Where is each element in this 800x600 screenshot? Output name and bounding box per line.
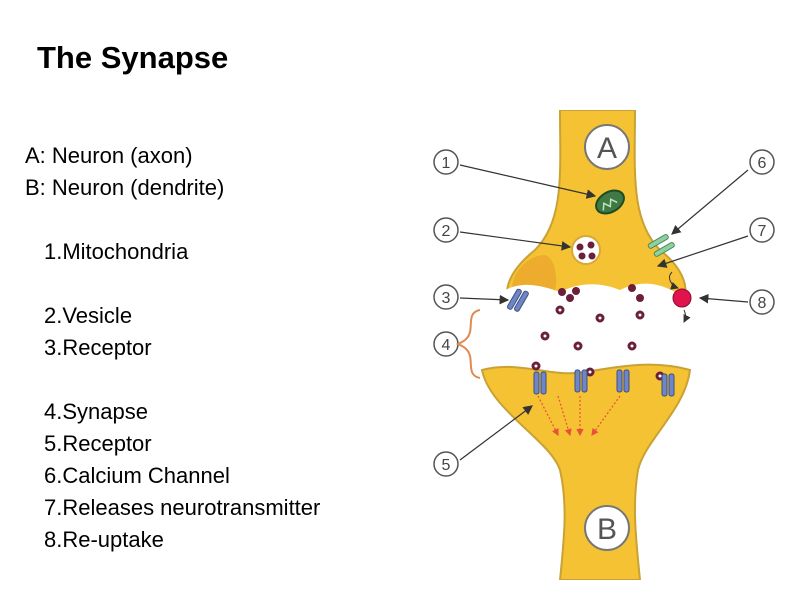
mitochondrion bbox=[595, 189, 625, 215]
svg-text:B: B bbox=[597, 513, 617, 546]
number-3-circle: 3 bbox=[433, 284, 459, 310]
svg-text:2: 2 bbox=[442, 223, 451, 240]
number-5-circle: 5 bbox=[433, 451, 459, 477]
presynaptic-receptor bbox=[506, 288, 529, 312]
pointer-arrows bbox=[459, 164, 749, 461]
legend-neuron-a: A: Neuron (axon) bbox=[25, 143, 193, 168]
item-mitochondria: 1.Mitochondria bbox=[44, 239, 189, 264]
neuron-b-body bbox=[480, 363, 692, 580]
postsynaptic-receptors bbox=[533, 369, 675, 397]
item-re-uptake: 8.Re-uptake bbox=[44, 527, 164, 552]
reuptake-transporter bbox=[672, 288, 692, 308]
number-8-circle: 8 bbox=[749, 289, 775, 315]
number-2-circle: 2 bbox=[433, 217, 459, 243]
synapse-brace bbox=[455, 309, 481, 379]
number-4-circle: 4 bbox=[433, 331, 459, 357]
docked-vesicles bbox=[558, 284, 644, 302]
number-6-circle: 6 bbox=[749, 149, 775, 175]
vesicle-cluster bbox=[571, 235, 601, 265]
svg-text:5: 5 bbox=[442, 457, 451, 474]
svg-text:4: 4 bbox=[442, 337, 451, 354]
svg-text:7: 7 bbox=[758, 223, 767, 240]
neuron-a-label-circle: A bbox=[584, 124, 630, 170]
item-receptor-2: 5.Receptor bbox=[44, 431, 152, 456]
calcium-channel bbox=[647, 234, 675, 257]
item-calcium-channel: 6.Calcium Channel bbox=[44, 463, 230, 488]
item-releases-neurotransmitter: 7.Releases neurotransmitter bbox=[44, 495, 321, 520]
neurotransmitters bbox=[531, 305, 665, 381]
svg-text:A: A bbox=[597, 132, 617, 165]
reuptake-arrows bbox=[669, 271, 691, 323]
neuron-b-label-circle: B bbox=[584, 505, 630, 551]
legend-neuron-b: B: Neuron (dendrite) bbox=[25, 175, 225, 200]
svg-text:6: 6 bbox=[758, 155, 767, 172]
svg-text:8: 8 bbox=[758, 295, 767, 312]
number-7-circle: 7 bbox=[749, 217, 775, 243]
item-vesicle: 2.Vesicle bbox=[44, 303, 133, 328]
svg-text:1: 1 bbox=[442, 155, 451, 172]
number-1-circle: 1 bbox=[433, 149, 459, 175]
item-synapse: 4.Synapse bbox=[44, 399, 148, 424]
page-title: The Synapse bbox=[37, 40, 229, 75]
svg-text:3: 3 bbox=[442, 290, 451, 307]
item-receptor: 3.Receptor bbox=[44, 335, 152, 360]
signal-arrows bbox=[537, 395, 621, 437]
synapse-diagram: A B bbox=[433, 110, 775, 580]
